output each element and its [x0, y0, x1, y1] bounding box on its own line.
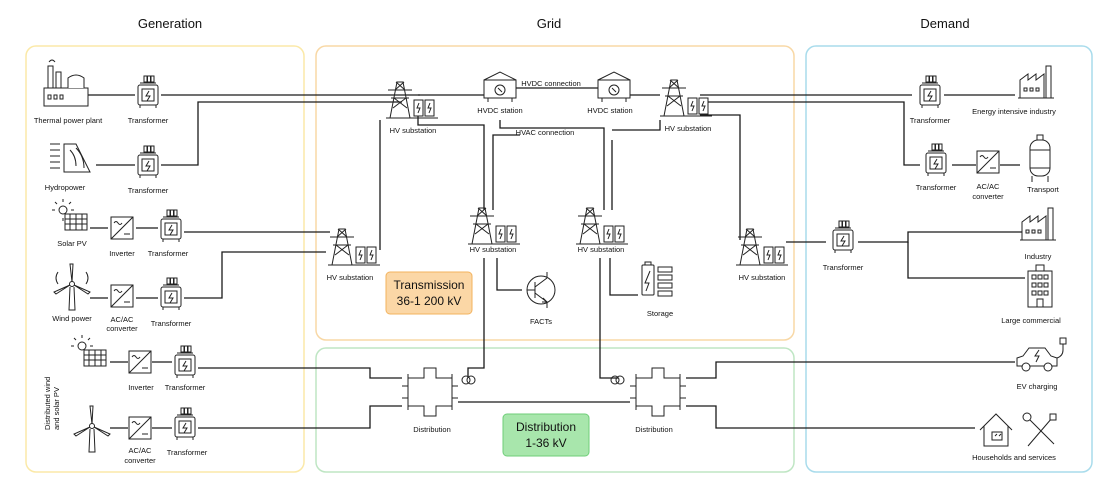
hv-substation-icon — [736, 229, 788, 265]
energy-intensive-label: Energy intensive industry — [972, 107, 1056, 116]
distribution-box — [502, 413, 590, 457]
transformer-icon — [832, 220, 854, 254]
hv-substation-label: HV substation — [739, 273, 786, 282]
transformer-label: Transformer — [910, 116, 951, 125]
transformer-icon — [174, 345, 196, 379]
acac-label-2: converter — [106, 324, 138, 333]
wind-label: Wind power — [52, 314, 92, 323]
factory-icon — [1017, 65, 1055, 99]
transformer-icon — [137, 75, 159, 109]
transformer-label: Transformer — [167, 448, 208, 457]
distribution-voltage: 1-36 kV — [525, 436, 566, 450]
distributed-label-1: Distributed wind — [43, 377, 52, 430]
ac-ac-converter-icon — [128, 416, 152, 440]
inverter-label: Inverter — [128, 383, 154, 392]
grid-transmission-panel — [315, 45, 795, 341]
battery-icon — [641, 261, 673, 297]
transmission-box — [385, 271, 473, 315]
wires — [88, 87, 1025, 429]
hvdc-station-icon — [483, 71, 517, 103]
distribution-label: Distribution — [635, 425, 673, 434]
hv-substation-label: HV substation — [578, 245, 625, 254]
wind-turbine-icon — [53, 263, 91, 311]
hvac-connection-label: HVAC connection — [516, 128, 575, 137]
demand-panel — [805, 45, 1093, 473]
industry-label: Industry — [1025, 252, 1052, 261]
hvdc-station-icon — [597, 71, 631, 103]
section-grid: Grid — [537, 16, 562, 31]
hv-substation-label: HV substation — [665, 124, 712, 133]
distribution-node-icon — [401, 367, 459, 417]
wind-turbine-icon — [73, 405, 111, 453]
transport-label: Transport — [1027, 185, 1060, 194]
gas-tank-icon — [1029, 134, 1051, 182]
house-icon — [979, 413, 1013, 447]
households-label: Households and services — [972, 453, 1056, 462]
transformer-icon — [925, 143, 947, 177]
transmission-title: Transmission — [394, 278, 465, 292]
transformer-label: Transformer — [823, 263, 864, 272]
transmission-voltage: 36-1 200 kV — [397, 294, 462, 308]
ac-ac-converter-icon — [110, 284, 134, 308]
acac-label-1: AC/AC — [111, 315, 135, 324]
large-commercial-label: Large commercial — [1001, 316, 1061, 325]
solar-label: Solar PV — [57, 239, 87, 248]
transformer-label: Transformer — [128, 186, 169, 195]
office-building-icon — [1027, 264, 1053, 308]
thermal-plant-icon — [43, 59, 89, 107]
solar-panel-icon — [52, 199, 88, 231]
hv-substation-icon — [328, 229, 380, 265]
hv-substation-icon — [468, 208, 520, 244]
transformer-icon — [137, 145, 159, 179]
acac-label-2: converter — [972, 192, 1004, 201]
inverter-label: Inverter — [109, 249, 135, 258]
transformer-label: Transformer — [151, 319, 192, 328]
hv-substation-label: HV substation — [470, 245, 517, 254]
section-demand: Demand — [920, 16, 969, 31]
generation-panel — [25, 45, 305, 473]
hv-substation-label: HV substation — [390, 126, 437, 135]
acac-label-1: AC/AC — [129, 446, 153, 455]
distribution-title: Distribution — [516, 420, 576, 434]
hvdc-station-label: HVDC station — [477, 106, 522, 115]
storage-label: Storage — [647, 309, 673, 318]
tools-icon — [1022, 412, 1057, 447]
acac-label-2: converter — [124, 456, 156, 465]
transistor-icon — [526, 272, 556, 308]
hv-substation-icon — [576, 208, 628, 244]
transformer-label: Transformer — [148, 249, 189, 258]
hv-substation-label: HV substation — [327, 273, 374, 282]
distribution-node-icon — [629, 367, 687, 417]
ac-ac-converter-icon — [976, 150, 1000, 174]
transformer-icon — [919, 75, 941, 109]
transformer-label: Transformer — [916, 183, 957, 192]
ev-icon — [1016, 337, 1067, 372]
distributed-label-2: and solar PV — [52, 387, 61, 430]
coupling-transformer-icon — [461, 375, 625, 385]
facts-label: FACTs — [530, 317, 552, 326]
transformer-label: Transformer — [128, 116, 169, 125]
section-generation: Generation — [138, 16, 202, 31]
hydro-label: Hydropower — [45, 183, 86, 192]
hvdc-station-label: HVDC station — [587, 106, 632, 115]
hv-substation-icon — [386, 82, 438, 118]
factory-icon — [1019, 207, 1057, 241]
inverter-icon — [128, 350, 152, 374]
inverter-icon — [110, 216, 134, 240]
thermal-label: Thermal power plant — [34, 116, 103, 125]
hvdc-connection-label: HVDC connection — [521, 79, 581, 88]
transformer-label: Transformer — [165, 383, 206, 392]
acac-label-1: AC/AC — [977, 182, 1001, 191]
solar-panel-icon — [71, 335, 107, 367]
hv-substation-icon — [660, 80, 712, 116]
transformer-icon — [160, 209, 182, 243]
transformer-icon — [174, 407, 196, 441]
distribution-label: Distribution — [413, 425, 451, 434]
grid-distribution-panel — [315, 347, 795, 473]
ev-charging-label: EV charging — [1017, 382, 1058, 391]
transformer-icon — [160, 277, 182, 311]
dam-icon — [50, 143, 91, 173]
